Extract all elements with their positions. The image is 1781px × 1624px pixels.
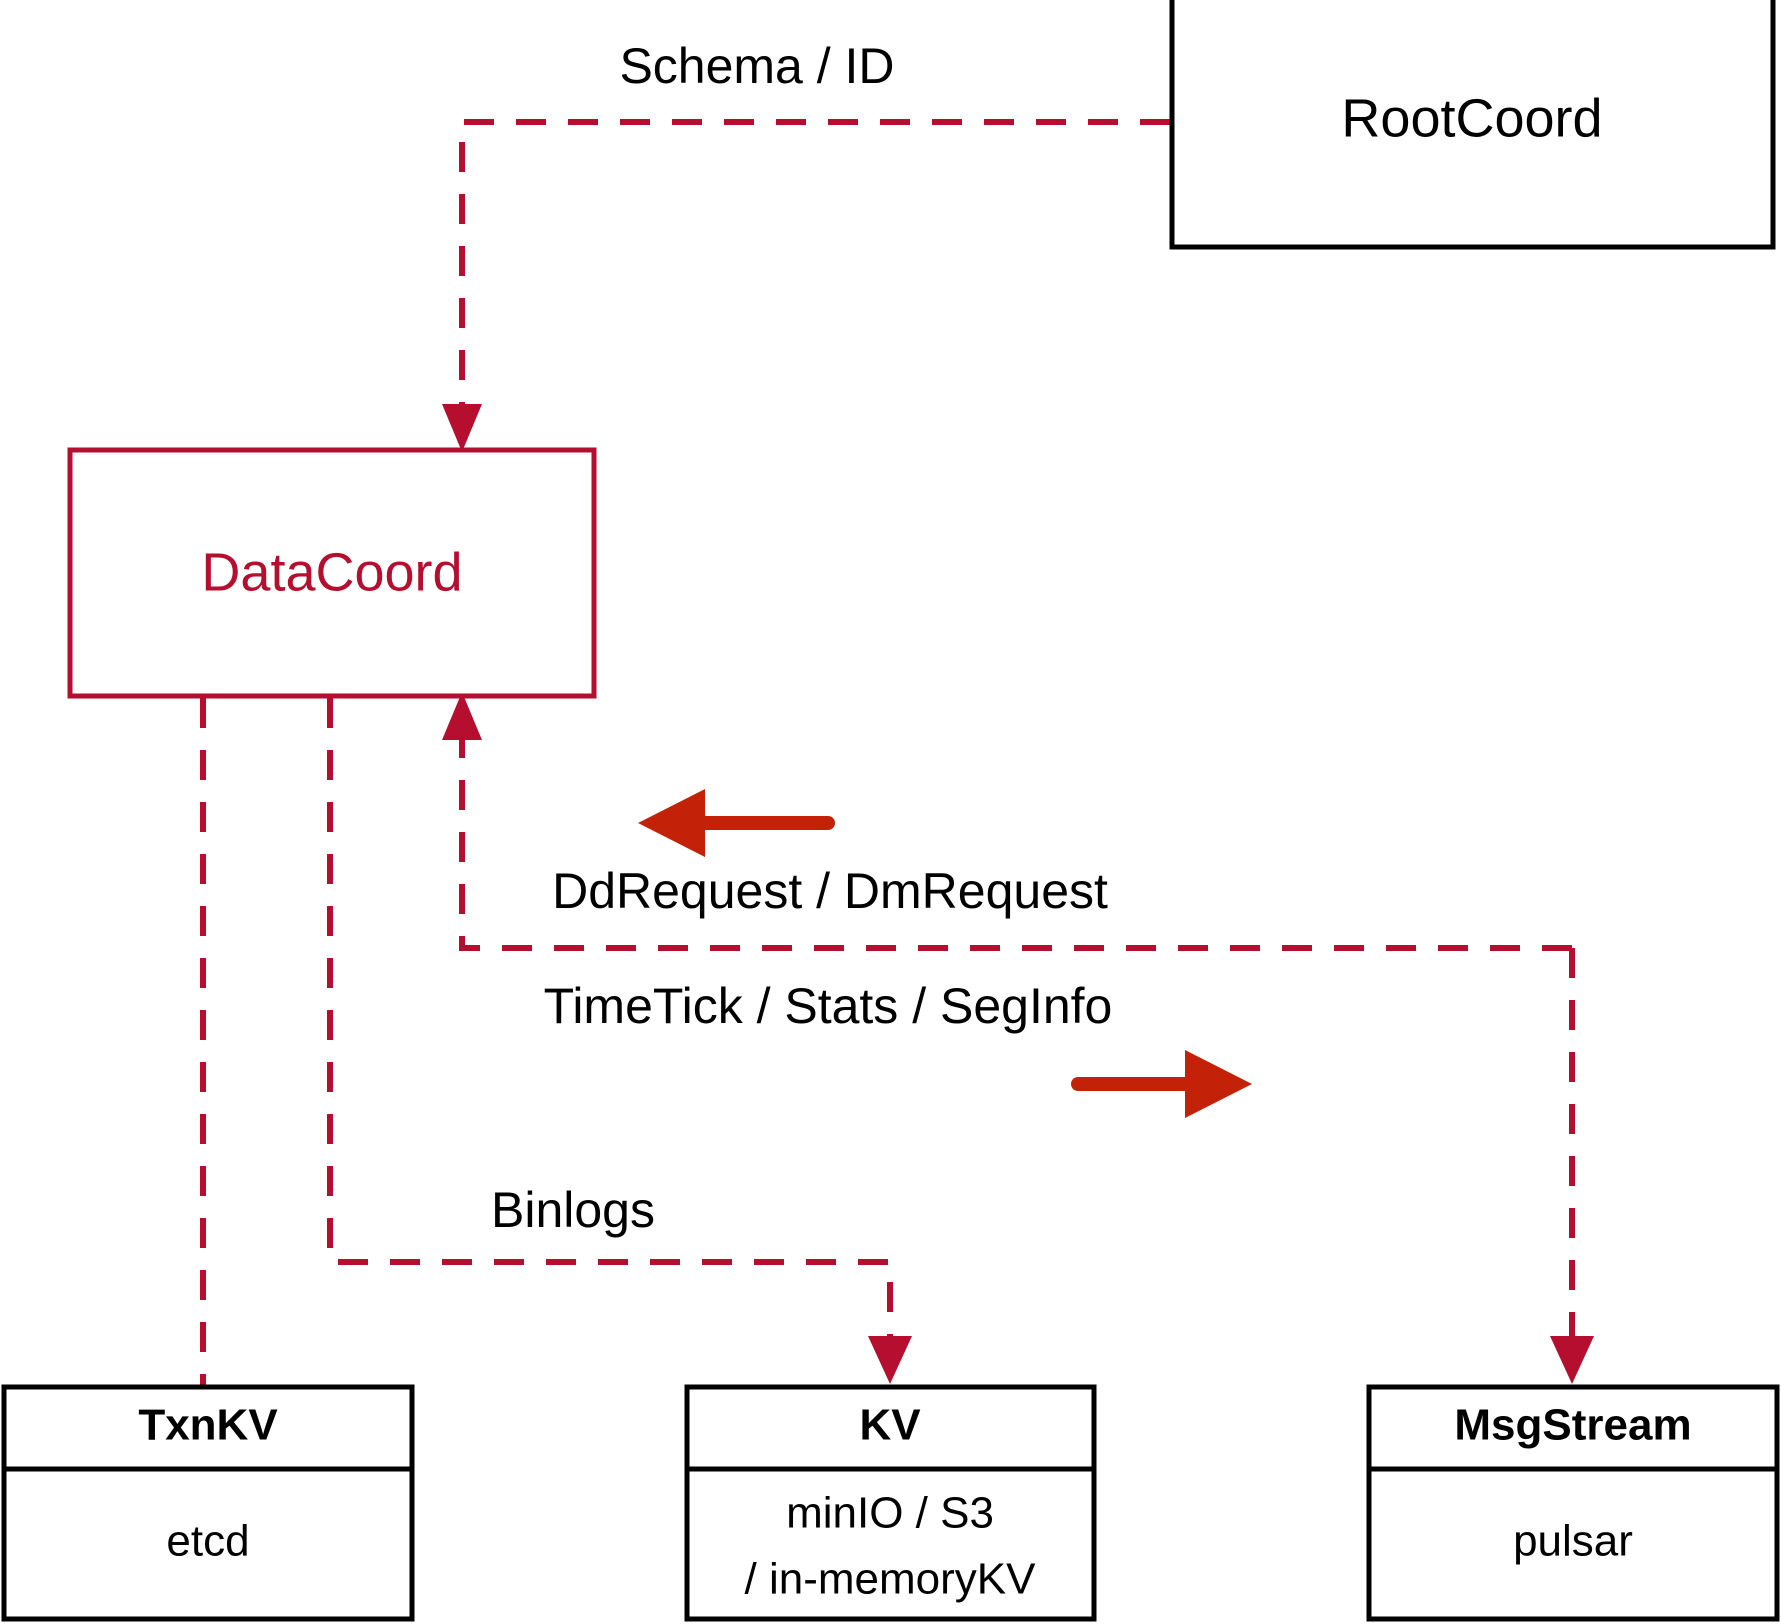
node-msgstream-box[interactable] [1366, 1384, 1780, 1622]
node-datacoord[interactable]: DataCoord [67, 447, 597, 699]
node-kv-box[interactable] [684, 1384, 1097, 1622]
node-rootcoord-box[interactable] [1169, 0, 1776, 250]
direction-arrow-left-head [638, 789, 705, 857]
edge-ddrequest-dmrequest-path [459, 728, 1572, 951]
direction-arrow-right [1071, 1050, 1252, 1118]
edge-timetick-stats-seginfo [1550, 948, 1594, 1384]
edge-schema-id-arrowhead [442, 404, 482, 452]
node-txnkv-body: etcd [166, 1517, 249, 1566]
node-msgstream-header: MsgStream [1454, 1401, 1691, 1450]
edge-schema-id-path [459, 119, 1170, 428]
node-kv-header: KV [859, 1401, 921, 1450]
node-txnkv[interactable]: TxnKV etcd [1, 1384, 415, 1622]
edge-schema-id [442, 119, 1170, 452]
edge-label-timetick-stats-seginfo: TimeTick / Stats / SegInfo [544, 978, 1113, 1034]
edge-binlogs [327, 698, 912, 1384]
node-rootcoord[interactable]: RootCoord [1169, 0, 1776, 250]
node-datacoord-box[interactable] [67, 447, 597, 699]
edge-label-binlogs: Binlogs [491, 1182, 655, 1238]
node-msgstream[interactable]: MsgStream pulsar [1366, 1384, 1780, 1622]
edge-binlogs-path [327, 698, 893, 1346]
node-kv-body-line2: / in-memoryKV [745, 1555, 1037, 1604]
node-txnkv-box[interactable] [1, 1384, 415, 1622]
node-txnkv-header: TxnKV [138, 1401, 278, 1450]
edge-timetick-stats-seginfo-arrowhead [1550, 1336, 1594, 1384]
node-datacoord-label: DataCoord [201, 542, 462, 602]
node-rootcoord-label: RootCoord [1341, 88, 1602, 148]
node-msgstream-body: pulsar [1513, 1517, 1633, 1566]
edge-label-schema-id: Schema / ID [619, 38, 894, 94]
direction-arrow-left [638, 789, 835, 857]
edge-ddrequest-dmrequest-arrowhead [442, 692, 482, 740]
node-kv-body-line1: minIO / S3 [786, 1489, 994, 1538]
edge-label-ddrequest-dmrequest: DdRequest / DmRequest [552, 863, 1108, 919]
edge-ddrequest-dmrequest [442, 692, 1572, 951]
direction-arrow-right-head [1185, 1050, 1252, 1118]
edge-binlogs-arrowhead [868, 1336, 912, 1384]
node-kv[interactable]: KV minIO / S3 / in-memoryKV [684, 1384, 1097, 1622]
